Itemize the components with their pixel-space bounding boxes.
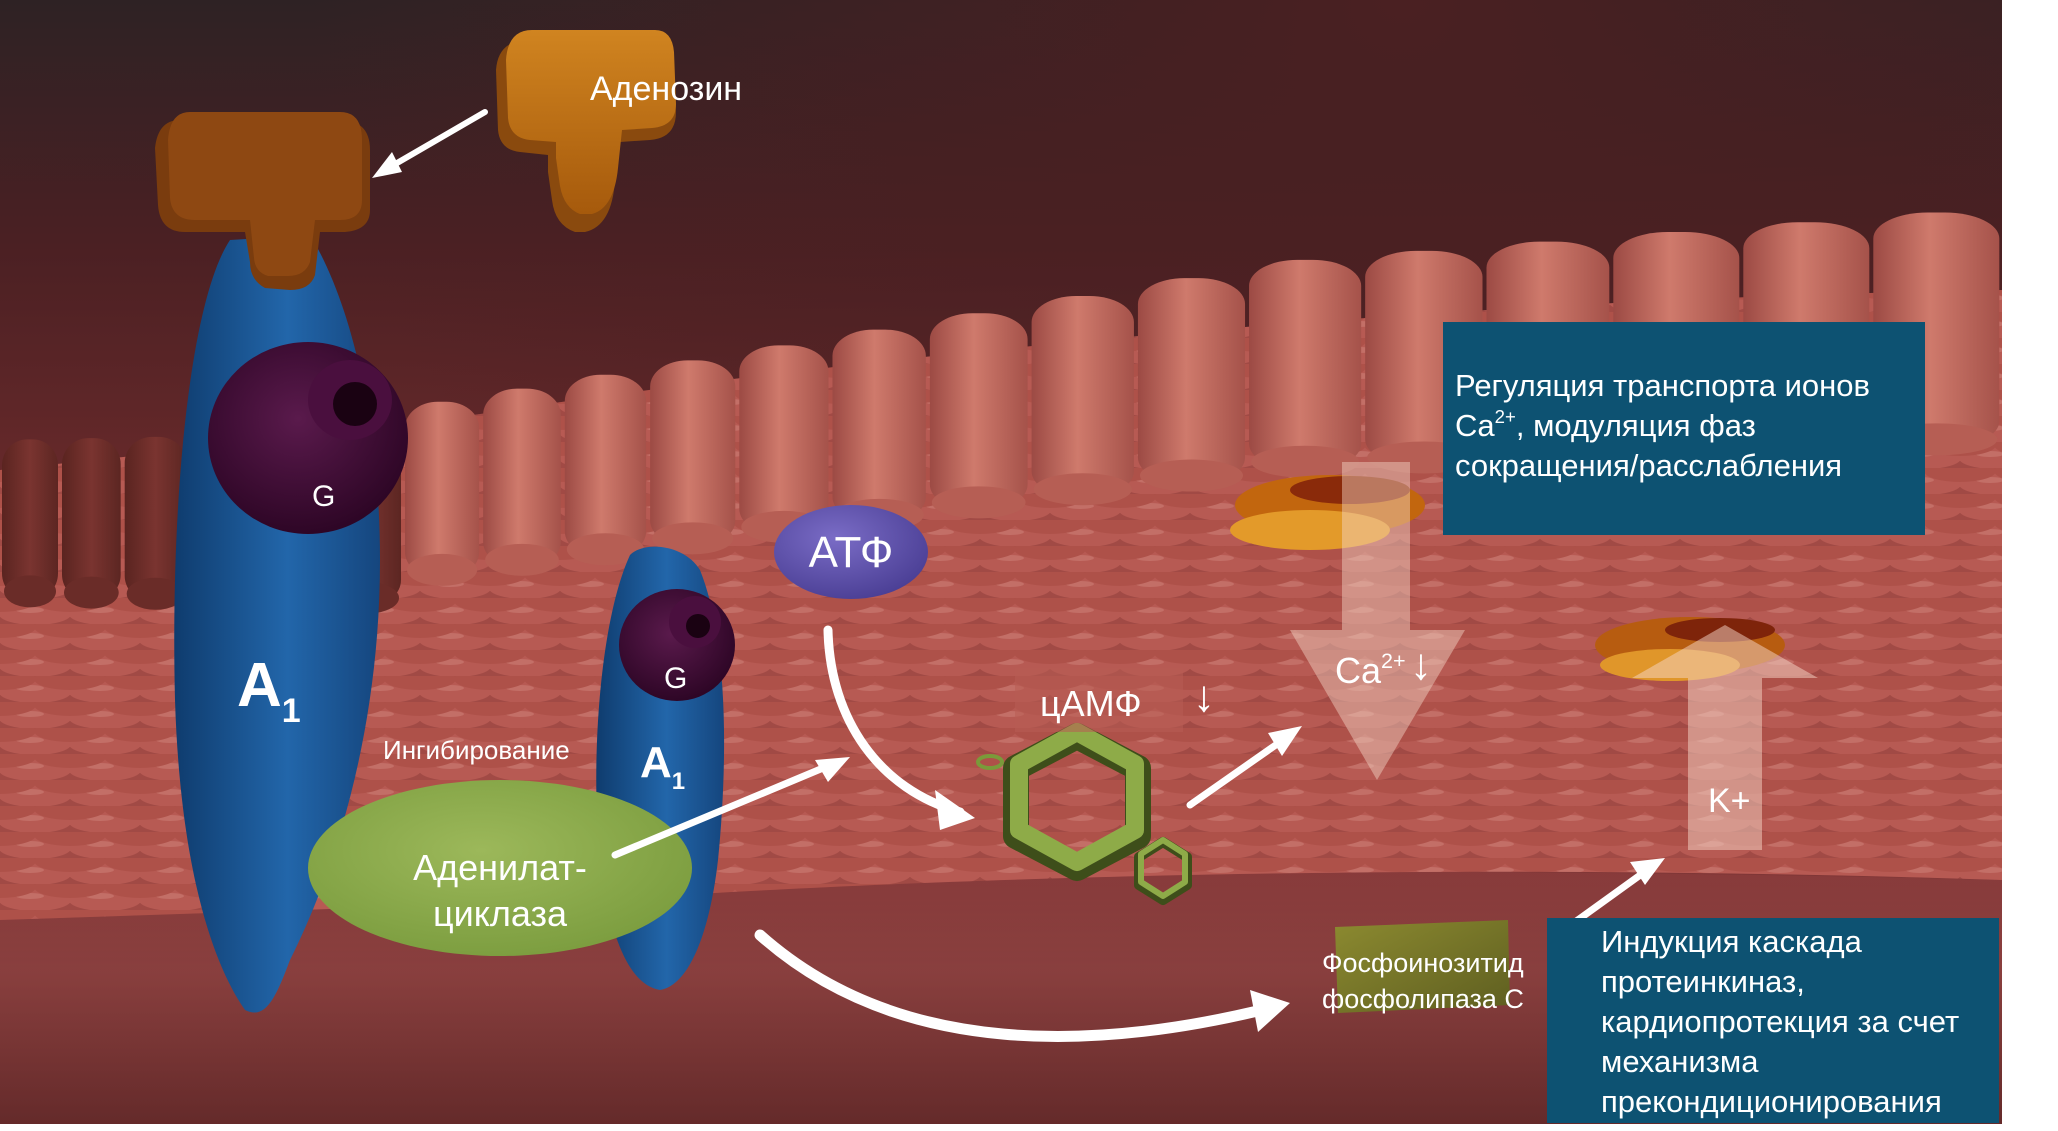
calcium-symbol: Ca <box>1335 650 1382 691</box>
lipid-head <box>483 388 561 568</box>
arrow-heads <box>372 152 1665 1032</box>
camp-to-calcium-arrow <box>1186 731 1294 809</box>
lipid-head <box>1137 278 1246 484</box>
calcium-decrease-icon: ↓ <box>1410 640 1432 689</box>
adenosine-free <box>496 30 676 232</box>
lipid-head-base <box>4 575 56 608</box>
info-box-calcium-line2: Ca2+, модуляция фаз <box>1455 406 1925 446</box>
lipid-head <box>62 438 121 601</box>
info-box-kinase-line: Индукция каскада <box>1601 924 1862 959</box>
calcium-influx-arrow <box>1290 462 1465 780</box>
adenosine-binding-arrow <box>382 109 488 173</box>
atp-label: АТФ <box>808 528 894 577</box>
info-box-kinase-cascade: Индукция каскада протеинкиназ, кардиопро… <box>1547 918 1999 1123</box>
lipid-head <box>832 329 926 523</box>
lipid-head-base <box>126 577 185 610</box>
g-protein-large-label: G <box>312 480 336 513</box>
g-protein-small <box>619 589 735 701</box>
adenylate-cyclase-shape <box>308 780 692 956</box>
adenosine-bound <box>155 112 370 290</box>
info-box-kinase-line: протеинкиназ, <box>1601 964 1805 999</box>
lipid-head <box>650 360 736 547</box>
phospholipase-line1: Фосфоинозитид <box>1322 948 1524 978</box>
adenylate-cyclase-line1: Аденилат- <box>413 847 587 888</box>
lipid-head-base <box>931 486 1026 519</box>
lipid-head <box>1031 296 1134 498</box>
inhibition-label: Ингибирование <box>383 735 570 765</box>
calcium-channel <box>1230 475 1425 550</box>
phospholipase-c-shape <box>1335 920 1510 1013</box>
calcium-charge: 2+ <box>1381 647 1406 673</box>
calcium-symbol: Ca <box>1455 408 1495 443</box>
lipid-head-base <box>566 533 645 566</box>
adenylate-cyclase-label: Аденилат- циклаза <box>308 845 692 937</box>
g-protein-large <box>208 342 408 534</box>
phospholipase-c-label: Фосфоинозитид фосфолипаза С <box>1322 945 1524 1017</box>
a1-letter: A <box>640 738 672 787</box>
phospholipase-line2: фосфолипаза С <box>1322 984 1524 1014</box>
potassium-efflux-arrow <box>1632 625 1818 850</box>
potassium-label: K+ <box>1708 782 1751 820</box>
atp-to-camp-arrow <box>823 625 965 817</box>
info-box-kinase-line: кардиопротекция за счет <box>1601 1004 1960 1039</box>
camp-molecule <box>976 723 1192 905</box>
lipid-head-base <box>1033 473 1132 506</box>
info-box-kinase-line: прекондиционирования <box>1601 1084 1942 1119</box>
atp-shape <box>774 505 928 599</box>
lipid-head <box>564 374 647 558</box>
info-box-calcium-regulation: Регуляция транспорта ионов Ca2+, модуляц… <box>1443 322 1925 535</box>
calcium-label: Ca2+ <box>1335 650 1406 692</box>
calcium-charge: 2+ <box>1494 405 1516 427</box>
cyclase-to-plc-arrow <box>754 929 1276 1042</box>
camp-label: цАМФ <box>1040 683 1142 724</box>
lipid-head <box>739 345 829 535</box>
lipid-head-base <box>652 522 734 555</box>
lipid-head-base <box>1251 445 1360 478</box>
camp-decrease-icon: ↓ <box>1193 672 1215 721</box>
a1-subscript: 1 <box>671 768 686 795</box>
a1-receptor-large-label: A1 <box>237 650 301 731</box>
g-protein-small-label: G <box>664 662 688 695</box>
lipid-head-base <box>407 553 478 586</box>
cyclase-to-atp-arrow <box>611 759 839 859</box>
lipid-head-base <box>64 576 119 609</box>
adenylate-cyclase-line2: циклаза <box>432 893 568 934</box>
a1-receptor-small-label: A1 <box>640 738 685 796</box>
a1-subscript: 1 <box>281 692 301 730</box>
lipid-head <box>2 439 58 600</box>
lipid-head <box>405 401 480 578</box>
info-box-calcium-line1: Регуляция транспорта ионов <box>1455 368 1871 403</box>
lipid-head-base <box>485 543 559 576</box>
info-box-calcium-line3: сокращения/расслабления <box>1455 448 1843 483</box>
lipid-head <box>1249 259 1362 470</box>
adenosine-label: Аденозин <box>590 70 743 108</box>
lipid-head-base <box>1139 459 1244 492</box>
lipid-head <box>929 313 1028 511</box>
lipid-head <box>124 436 187 602</box>
camp-label-backdrop <box>1015 668 1183 732</box>
a1-letter: A <box>237 651 282 720</box>
info-box-kinase-line: механизма <box>1601 1044 1759 1079</box>
diagram-canvas: Аденозин A1 A1 G G Ингибирование Аденила… <box>0 0 2002 1124</box>
info-box-calcium-line2-text: , модуляция фаз <box>1515 408 1756 443</box>
